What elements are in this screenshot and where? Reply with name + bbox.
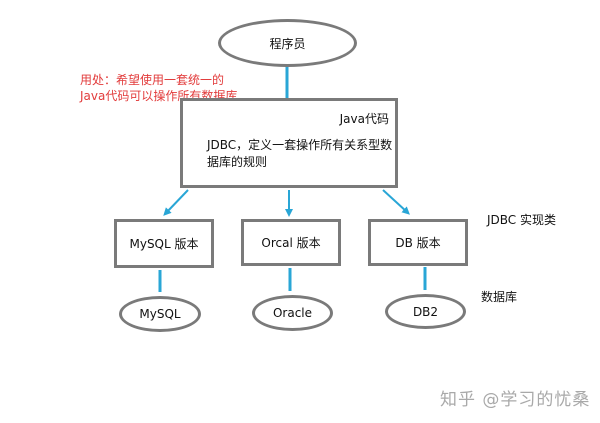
mysql-impl-box: MySQL 版本 — [114, 219, 214, 268]
java-code-box: Java代码 JDBC，定义一套操作所有关系型数 据库的规则 — [180, 98, 398, 188]
programmer-label: 程序员 — [269, 36, 306, 51]
mysql-db-label: MySQL — [139, 307, 181, 321]
oracle-impl-label: Orcal 版本 — [261, 236, 321, 250]
java-box-title: Java代码 — [339, 112, 389, 126]
oracle-impl-box: Orcal 版本 — [241, 219, 341, 266]
db-impl-box: DB 版本 — [368, 219, 468, 266]
mysql-impl-label: MySQL 版本 — [129, 237, 199, 251]
mysql-db-node: MySQL — [119, 296, 201, 332]
jdbc-description-line1: JDBC，定义一套操作所有关系型数 — [207, 138, 393, 152]
arrow-java-mysql — [163, 189, 189, 216]
db2-label: DB2 — [412, 304, 439, 319]
database-label: 数据库 — [481, 290, 518, 304]
programmer-node: 程序员 — [218, 19, 357, 67]
oracle-db-label: Oracle — [272, 306, 313, 320]
usage-note-line1: 用处：希望使用一套统一的 — [80, 73, 225, 87]
arrow-java-db — [382, 189, 410, 215]
db-impl-label: DB 版本 — [395, 236, 441, 250]
jdbc-description-line2: 据库的规则 — [207, 155, 268, 169]
oracle-db-node: Oracle — [252, 295, 333, 331]
db2-node: DB2 — [385, 294, 466, 329]
zhihu-watermark: 知乎 @学习的忧桑 — [440, 390, 591, 410]
jdbc-description: JDBC，定义一套操作所有关系型数 据库的规则 — [207, 137, 392, 171]
jdbc-impl-label: JDBC 实现类 — [487, 213, 556, 227]
